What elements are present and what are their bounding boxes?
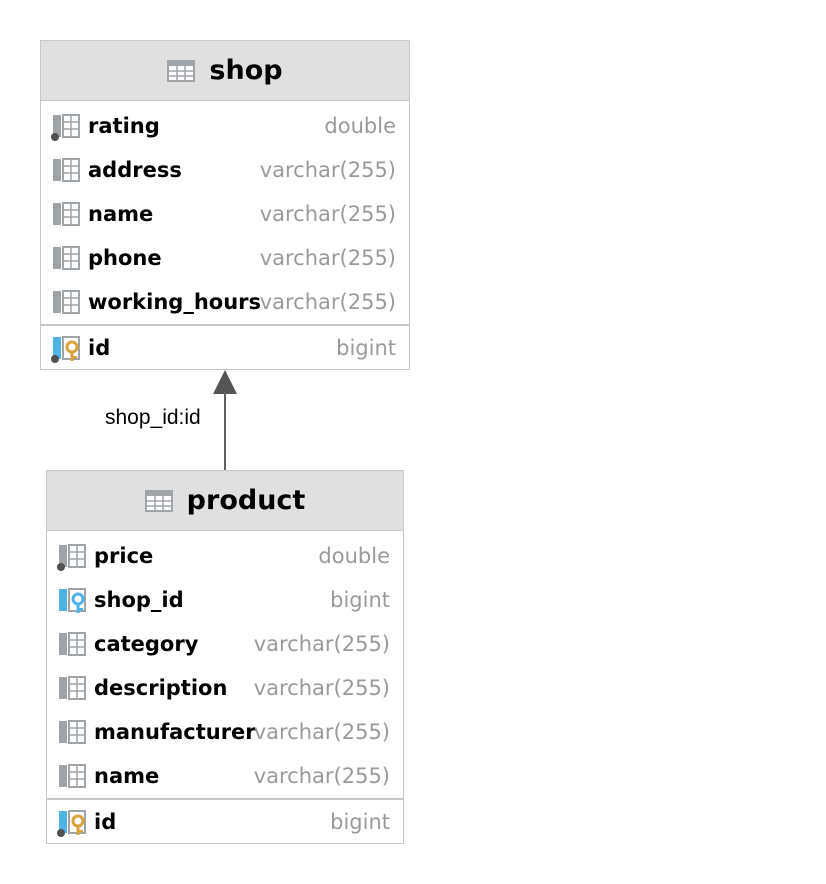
column-name: working_hours — [88, 290, 262, 314]
column-row[interactable]: rating double — [41, 104, 409, 148]
column-list: rating double address varchar(255) nam — [41, 101, 409, 324]
column-type: varchar(255) — [259, 158, 396, 182]
column-type: varchar(255) — [253, 676, 390, 700]
column-notnull-icon — [51, 114, 80, 141]
column-row[interactable]: address varchar(255) — [41, 148, 409, 192]
primary-key-icon — [57, 810, 86, 837]
column-name: address — [88, 158, 182, 182]
table-icon — [144, 489, 173, 512]
column-name: rating — [88, 114, 160, 138]
column-type: bigint — [330, 588, 390, 612]
column-name: name — [88, 202, 154, 226]
column-icon — [59, 720, 86, 744]
column-name: shop_id — [94, 588, 184, 612]
column-list: price double shop_id bigint category — [47, 531, 403, 798]
table-header: shop — [41, 41, 409, 101]
key-divider — [41, 324, 409, 326]
column-row[interactable]: description varchar(255) — [47, 666, 403, 710]
column-name: price — [94, 544, 154, 568]
column-icon — [59, 764, 86, 788]
column-type: varchar(255) — [259, 202, 396, 226]
key-divider — [47, 798, 403, 800]
column-type: varchar(255) — [253, 720, 390, 744]
column-icon — [53, 158, 80, 182]
column-name: manufacturer — [94, 720, 256, 744]
column-row[interactable]: manufacturer varchar(255) — [47, 710, 403, 754]
relation-line[interactable] — [224, 392, 226, 470]
column-icon — [53, 246, 80, 270]
column-row[interactable]: price double — [47, 534, 403, 578]
key-row[interactable]: id bigint — [47, 800, 403, 844]
table-product[interactable]: product price double shop_id — [46, 470, 404, 844]
column-row[interactable]: phone varchar(255) — [41, 236, 409, 280]
column-name: category — [94, 632, 199, 656]
column-type: double — [318, 544, 390, 568]
column-type: double — [324, 114, 396, 138]
table-header: product — [47, 471, 403, 531]
column-row[interactable]: category varchar(255) — [47, 622, 403, 666]
column-name: id — [88, 336, 111, 360]
column-icon — [59, 632, 86, 656]
column-notnull-icon — [57, 544, 86, 571]
column-row[interactable]: shop_id bigint — [47, 578, 403, 622]
column-icon — [59, 676, 86, 700]
column-name: phone — [88, 246, 162, 270]
key-row[interactable]: id bigint — [41, 326, 409, 370]
table-title: shop — [209, 55, 283, 86]
foreign-key-icon — [59, 588, 86, 613]
column-type: bigint — [330, 810, 390, 834]
table-icon — [167, 59, 196, 82]
table-shop[interactable]: shop rating double address v — [40, 40, 410, 370]
table-title: product — [186, 485, 306, 516]
column-type: varchar(255) — [259, 246, 396, 270]
column-type: bigint — [336, 336, 396, 360]
column-row[interactable]: name varchar(255) — [47, 754, 403, 798]
column-type: varchar(255) — [253, 632, 390, 656]
column-name: name — [94, 764, 160, 788]
column-icon — [53, 202, 80, 226]
column-row[interactable]: name varchar(255) — [41, 192, 409, 236]
column-type: varchar(255) — [259, 290, 396, 314]
column-icon — [53, 290, 80, 314]
column-row[interactable]: working_hours varchar(255) — [41, 280, 409, 324]
relation-label: shop_id:id — [105, 406, 201, 429]
primary-key-icon — [51, 336, 80, 363]
column-name: id — [94, 810, 117, 834]
relation-arrowhead — [213, 370, 237, 394]
column-type: varchar(255) — [253, 764, 390, 788]
column-name: description — [94, 676, 228, 700]
